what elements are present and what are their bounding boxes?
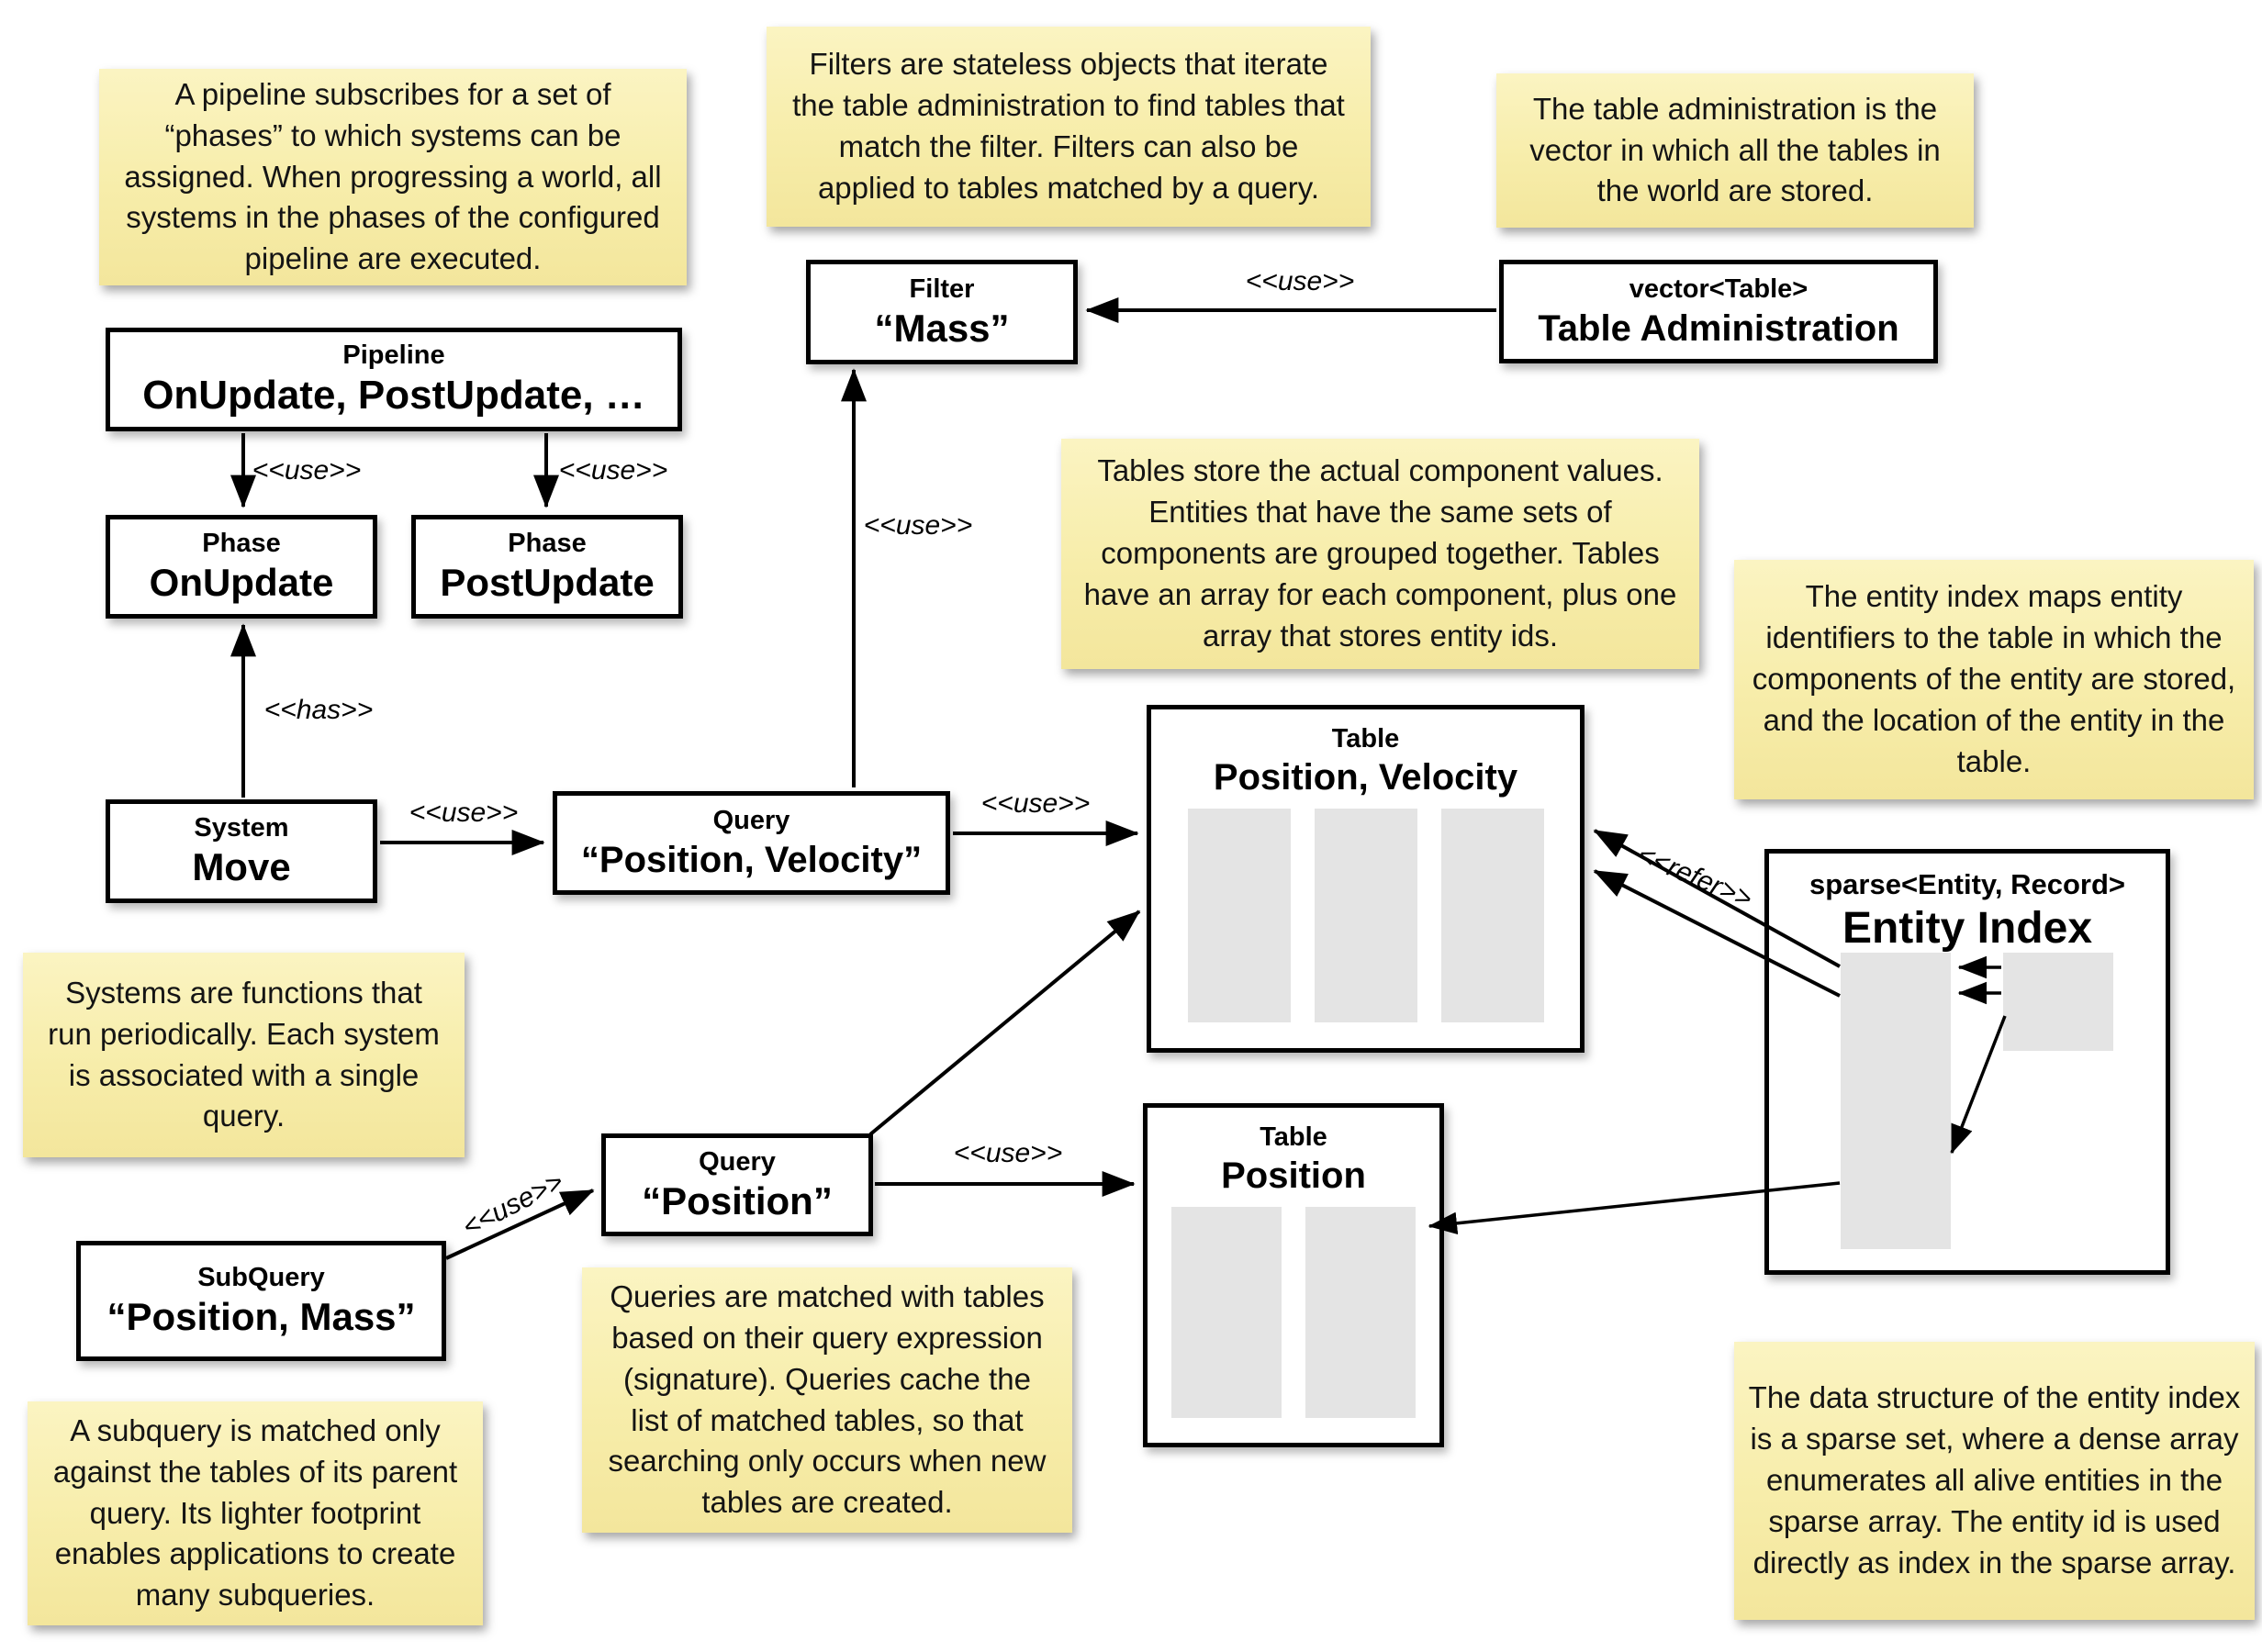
system-move-name: Move <box>192 845 291 889</box>
box-entity-index: sparse<Entity, Record> Entity Index <box>1764 849 2170 1275</box>
note-sparse-set: The data structure of the entity index i… <box>1734 1342 2255 1620</box>
query-position-stereotype: Query <box>699 1146 776 1177</box>
component-array <box>1440 809 1544 1023</box>
edge-label-use-query-filter: <<use>> <box>863 510 973 541</box>
table-administration-name: Table Administration <box>1538 307 1899 349</box>
edge-label-use-subquery-query: <<use>> <box>457 1166 569 1244</box>
edge-label-refer-entity-index: <<refer>> <box>1633 839 1757 915</box>
box-pipeline: Pipeline OnUpdate, PostUpdate, … <box>106 328 682 431</box>
subquery-name: “Position, Mass” <box>106 1295 416 1339</box>
query-position-velocity-name: “Position, Velocity” <box>580 839 923 880</box>
table-position-velocity-stereotype: Table <box>1331 724 1400 753</box>
system-move-stereotype: System <box>194 813 289 843</box>
filter-name: “Mass” <box>874 306 1010 350</box>
box-phase-onupdate: Phase OnUpdate <box>106 515 377 619</box>
edge-label-use-pipeline-onupdate: <<use>> <box>252 455 362 486</box>
box-table-administration: vector<Table> Table Administration <box>1499 260 1938 363</box>
box-subquery-position-mass: SubQuery “Position, Mass” <box>76 1241 446 1361</box>
note-entity-index: The entity index maps entity identifiers… <box>1734 560 2254 799</box>
filter-stereotype: Filter <box>909 273 975 304</box>
entity-index-name: Entity Index <box>1842 904 2093 954</box>
box-table-position: Table Position <box>1143 1103 1444 1447</box>
subquery-stereotype: SubQuery <box>197 1263 325 1293</box>
note-queries: Queries are matched with tables based on… <box>582 1267 1072 1533</box>
table-position-velocity-name: Position, Velocity <box>1213 757 1518 798</box>
box-table-position-velocity: Table Position, Velocity <box>1147 705 1585 1053</box>
note-pipeline: A pipeline subscribes for a set of “phas… <box>99 69 687 285</box>
phase-postupdate-name: PostUpdate <box>440 561 655 605</box>
component-array <box>1305 1207 1416 1419</box>
box-phase-postupdate: Phase PostUpdate <box>411 515 683 619</box>
box-query-position-velocity: Query “Position, Velocity” <box>553 791 950 895</box>
phase-onupdate-name: OnUpdate <box>149 561 334 605</box>
component-arrays <box>1171 1207 1416 1419</box>
pipeline-stereotype: Pipeline <box>342 340 445 370</box>
box-filter-mass: Filter “Mass” <box>806 260 1078 364</box>
phase-onupdate-stereotype: Phase <box>202 529 281 559</box>
phase-postupdate-stereotype: Phase <box>508 529 587 559</box>
note-systems: Systems are functions that run periodica… <box>23 953 465 1157</box>
note-table-administration: The table administration is the vector i… <box>1496 73 1974 228</box>
note-tables: Tables store the actual component values… <box>1061 439 1699 669</box>
edge-label-use-system-query: <<use>> <box>409 798 519 828</box>
box-query-position: Query “Position” <box>601 1133 873 1236</box>
component-array <box>1314 809 1417 1023</box>
edge-label-use-pipeline-postupdate: <<use>> <box>558 455 668 486</box>
dense-array <box>2003 953 2113 1051</box>
pipeline-name: OnUpdate, PostUpdate, … <box>142 373 645 419</box>
component-array <box>1187 809 1291 1023</box>
note-subquery: A subquery is matched only against the t… <box>28 1401 483 1625</box>
edge-label-use-tableadmin-filter: <<use>> <box>1245 266 1355 296</box>
component-arrays <box>1187 809 1544 1023</box>
sparse-array <box>1841 953 1951 1249</box>
query-position-name: “Position” <box>642 1178 833 1222</box>
edge-label-use-query-pv-table: <<use>> <box>980 788 1091 819</box>
edge-label-has-system-phase: <<has>> <box>263 695 374 725</box>
table-position-stereotype: Table <box>1260 1122 1327 1152</box>
table-position-name: Position <box>1221 1155 1366 1197</box>
query-position-velocity-stereotype: Query <box>712 806 790 836</box>
edge-label-use-query-p-table: <<use>> <box>953 1138 1063 1168</box>
table-administration-stereotype: vector<Table> <box>1629 274 1808 305</box>
arrow-query-p-to-table-pv <box>868 910 1141 1136</box>
box-system-move: System Move <box>106 799 377 903</box>
entity-index-stereotype: sparse<Entity, Record> <box>1808 868 2125 900</box>
component-array <box>1171 1207 1282 1419</box>
note-filters: Filters are stateless objects that itera… <box>767 27 1371 227</box>
